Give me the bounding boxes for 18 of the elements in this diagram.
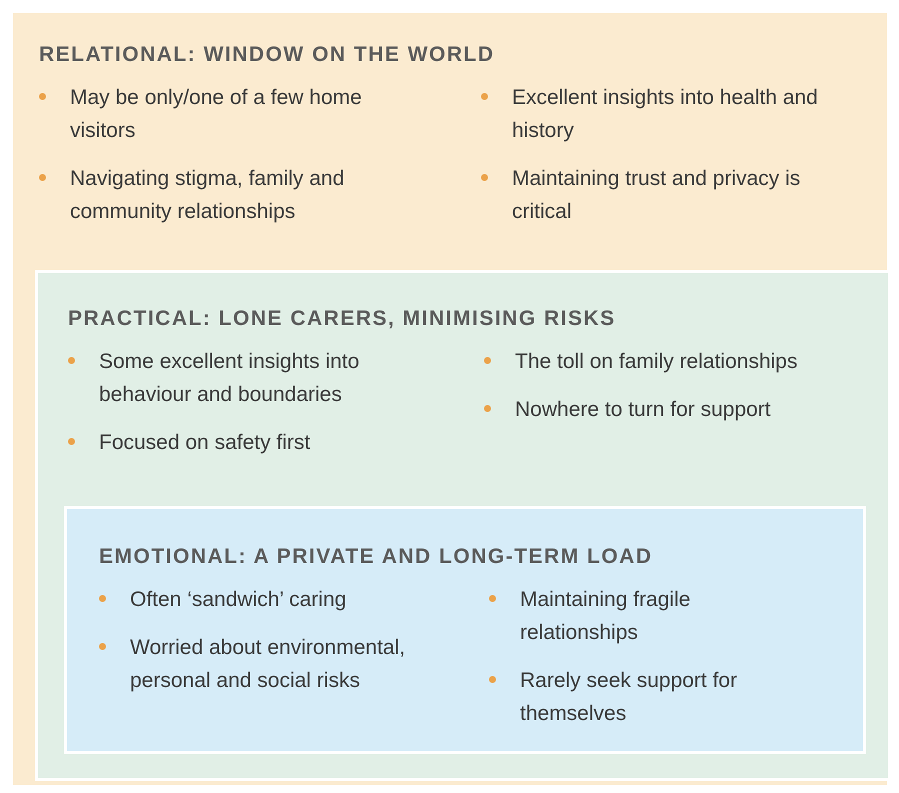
bullet-text: Navigating stigma, family and community relationships	[70, 166, 346, 225]
bullet-text: Maintaining fragile relationships	[520, 587, 692, 646]
bullet-text: The toll on family relationships	[515, 349, 798, 375]
bullet-text: May be only/one of a few home visitors	[70, 85, 363, 144]
bullet-text: Excellent insights into health and history	[512, 85, 819, 144]
bullet-text: Focused on safety first	[99, 430, 312, 456]
section-heading: PRACTICAL: LONE CARERS, MINIMISING RISKS	[68, 306, 616, 332]
outer-panel	[10, 10, 890, 788]
bullet-text: Maintaining trust and privacy is critical	[512, 166, 802, 225]
section-heading: RELATIONAL: WINDOW ON THE WORLD	[39, 42, 495, 68]
inner-panel	[64, 506, 866, 754]
bullet-text: Some excellent insights into behaviour and boundaries	[99, 349, 360, 408]
bullet-text: Rarely seek support for themselves	[520, 668, 738, 727]
bullet-text: Nowhere to turn for support	[515, 397, 772, 423]
middle-panel	[35, 270, 891, 781]
section-heading: EMOTIONAL: A PRIVATE AND LONG-TERM LOAD	[99, 544, 653, 570]
bullet-text: Worried about environmental, personal and social risks	[130, 635, 406, 694]
bullet-text: Often ‘sandwich’ caring	[130, 587, 348, 613]
